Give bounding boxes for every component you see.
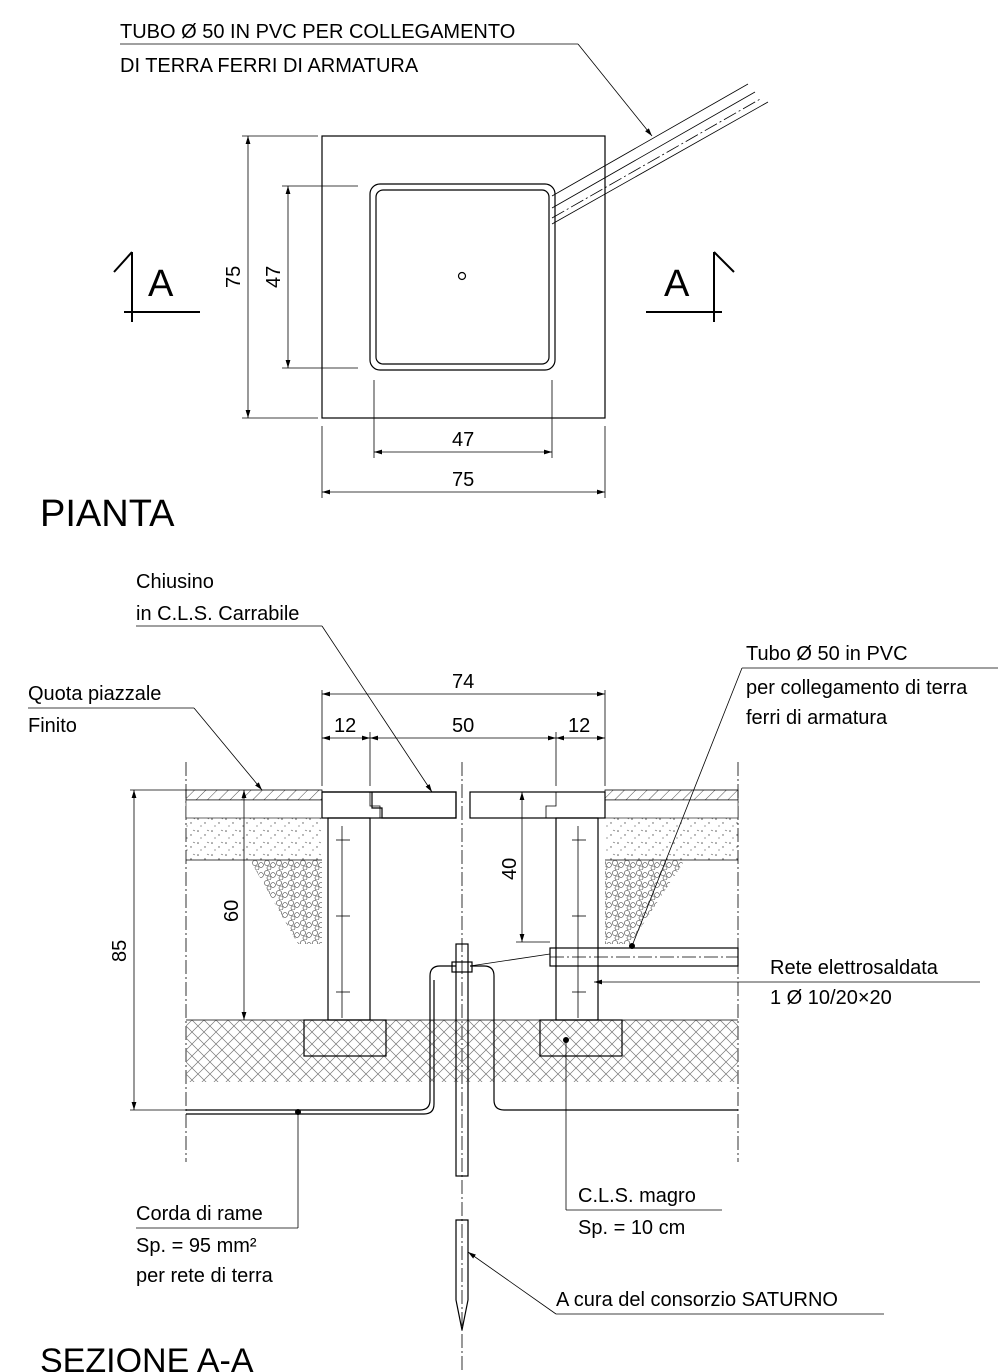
plan-dim-outer-h: 75 (452, 469, 474, 491)
cable-note-line1: Corda di rame (136, 1203, 263, 1225)
pipe-note-line3: ferri di armatura (746, 707, 888, 729)
pebble-fill-right (605, 860, 685, 944)
wall-left (327, 817, 371, 1021)
pipe-note-line1: Tubo Ø 50 in PVC (746, 643, 908, 665)
plan-view: TUBO Ø 50 IN PVC PER COLLEGAMENTO DI TER… (40, 21, 769, 535)
base-note-line2: Sp. = 10 cm (578, 1217, 685, 1239)
cover-note-leader (321, 625, 433, 793)
earth-rod-upper (455, 943, 469, 1177)
copper-cable-right (470, 965, 738, 1111)
ground-note-leader (193, 707, 263, 791)
earth-rod-clamp (451, 961, 473, 973)
base-note-dot (563, 1037, 569, 1043)
plan-dim-inner-v: 47 (263, 266, 285, 288)
cover-rebate-left (369, 792, 381, 818)
rod-note-leader (467, 1251, 557, 1315)
pipe-note-line2: per collegamento di terra (746, 677, 968, 699)
footing-left (303, 1019, 387, 1057)
section-mark-left: A (113, 251, 200, 322)
cover-note-line2: in C.L.S. Carrabile (136, 603, 299, 625)
cover-slab-left-outline (321, 791, 457, 819)
earth-rod-lower (455, 1219, 469, 1331)
cable-note-line3: per rete di terra (136, 1265, 274, 1287)
plan-inner-square (369, 183, 556, 371)
cover-slab-left (322, 791, 457, 819)
cable-note-line2: Sp. = 95 mm² (136, 1235, 257, 1257)
sec-dim-wall-left: 12 (334, 715, 356, 737)
ground-note-line2: Finito (28, 715, 77, 737)
section-title: SEZIONE A-A (40, 1342, 254, 1372)
footing-right (539, 1019, 623, 1057)
base-note-line1: C.L.S. magro (578, 1185, 696, 1207)
sec-dim-depth-pipe: 40 (499, 858, 521, 880)
gravel-layer-left (186, 818, 322, 860)
section-mark-right: A (646, 251, 735, 322)
plan-dim-outer-v: 75 (223, 266, 245, 288)
sec-dim-inner: 50 (452, 715, 474, 737)
pipe-note-leader (631, 667, 743, 947)
plan-pipe-axis (551, 97, 763, 219)
mesh-note-line1: Rete elettrosaldata (770, 957, 939, 979)
section-mark-left-label: A (148, 263, 174, 305)
pipe-note-dot (629, 943, 635, 949)
sec-dim-total: 74 (452, 671, 474, 693)
plan-pipe-note-leader (577, 43, 653, 137)
sec-dim-depth-wall: 60 (221, 900, 243, 922)
paving-base-right (604, 799, 739, 819)
plan-pipe-edge (551, 83, 749, 197)
plan-center-mark (457, 271, 467, 281)
cover-slab-right (469, 791, 606, 819)
wall-right (555, 817, 599, 1021)
copper-cable-left-inner (186, 980, 435, 1115)
copper-cable-left (186, 965, 456, 1111)
section-mark-right-label: A (664, 263, 690, 305)
rod-note: A cura del consorzio SATURNO (556, 1289, 838, 1311)
gravel-layer-right (605, 818, 738, 860)
sec-dim-depth-total: 85 (109, 940, 131, 962)
paving-layer-right (604, 789, 739, 801)
pebble-fill-left (250, 860, 322, 944)
section-view: 74 12 50 12 85 60 40 Chiusino in C.L.S. … (28, 571, 998, 1372)
plan-inner-square-inset (375, 189, 550, 365)
ground-note-line1: Quota piazzale (28, 683, 161, 705)
cover-note-line1: Chiusino (136, 571, 214, 593)
mesh-note-line2: 1 Ø 10/20×20 (770, 987, 892, 1009)
plan-pipe-edge (551, 91, 756, 209)
cable-to-pipe (469, 953, 551, 967)
plan-title: PIANTA (40, 493, 175, 535)
soil-layer (186, 1020, 738, 1082)
plan-pipe-edge (551, 101, 769, 225)
cable-note-dot (295, 1109, 301, 1115)
paving-base-left (185, 799, 323, 819)
plan-pipe-note-line2: DI TERRA FERRI DI ARMATURA (120, 55, 419, 77)
plan-dim-inner-h: 47 (452, 429, 474, 451)
plan-pipe-note-line1: TUBO Ø 50 IN PVC PER COLLEGAMENTO (120, 21, 515, 43)
cover-rebate-right (545, 792, 557, 818)
rebar-ties (336, 839, 586, 993)
sec-dim-wall-right: 12 (568, 715, 590, 737)
plan-outer-square (321, 135, 606, 419)
paving-layer-left (185, 789, 323, 801)
